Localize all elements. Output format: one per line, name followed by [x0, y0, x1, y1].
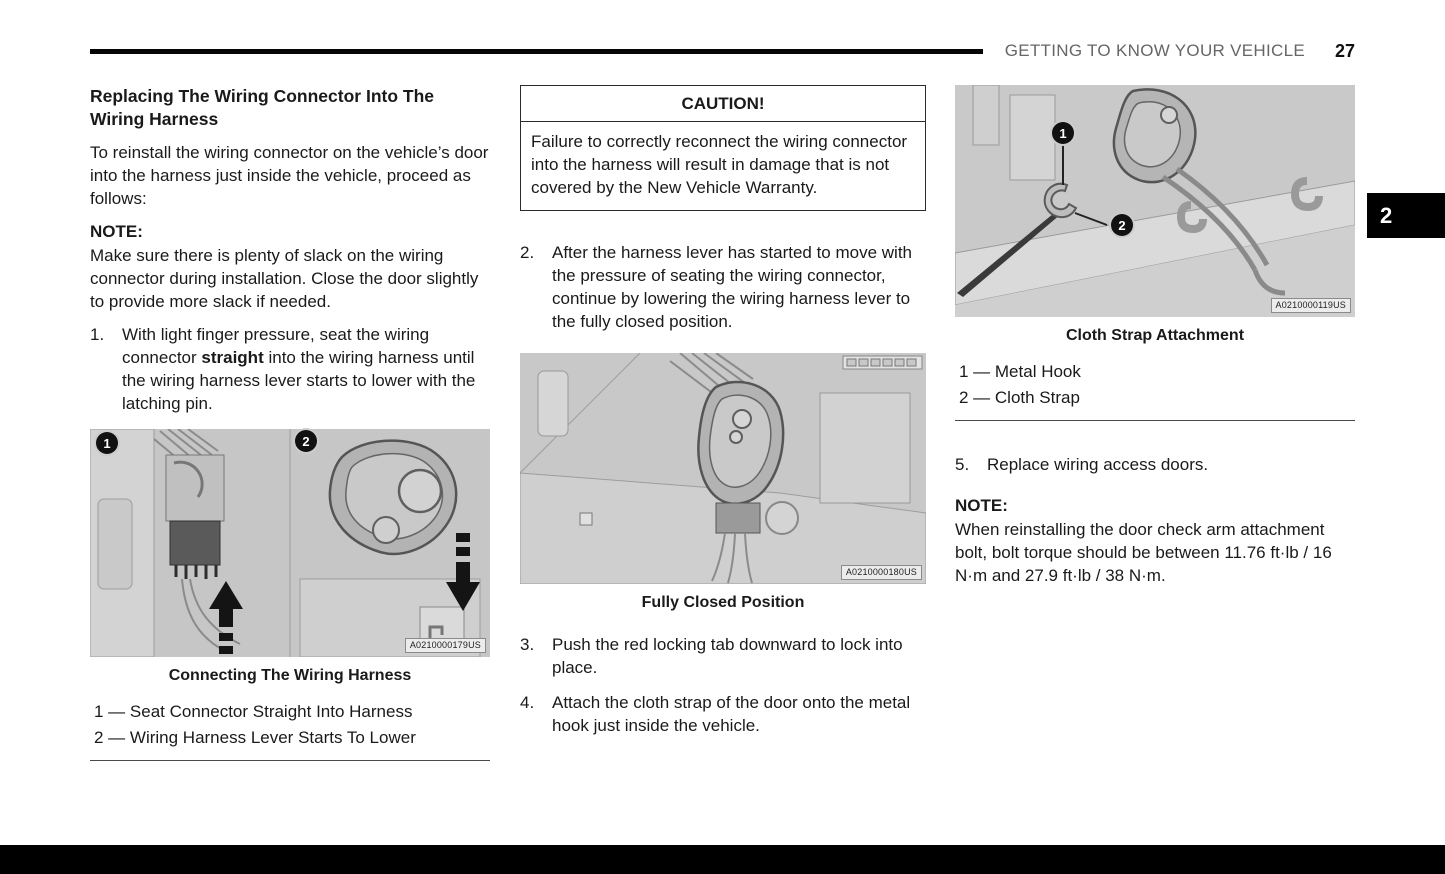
figure-caption: Fully Closed Position	[641, 594, 805, 611]
section-heading: Replacing The Wiring Connector Into The …	[90, 86, 435, 129]
chapter-tab: 2	[1367, 193, 1445, 238]
column-left: Replacing The Wiring Connector Into The …	[90, 85, 490, 761]
step-text-segment: With light finger pressure, seat the wir…	[122, 325, 430, 367]
note-text: When reinstalling the door check arm att…	[955, 520, 1332, 585]
caution-text: Failure to correctly reconnect the wirin…	[531, 132, 908, 197]
note-label: NOTE:	[90, 222, 143, 241]
column-right: 1 2 A0210000119US Cloth Strap Attachment…	[955, 85, 1355, 597]
legend-item: 1 — Seat Connector Straight Into Harness	[94, 702, 413, 721]
harness-illustration	[90, 429, 490, 657]
step-text: With light finger pressure, seat the wir…	[122, 323, 490, 415]
figure-caption: Connecting The Wiring Harness	[168, 667, 412, 684]
figure-caption: Cloth Strap Attachment	[1065, 327, 1245, 344]
figure-connecting-harness: 1 2 A0210000179US	[90, 429, 490, 657]
callout-2-badge: 2	[1111, 214, 1133, 236]
step-text-segment: into the wiring harness until the wiring…	[122, 348, 476, 413]
legend-item: 1 — Metal Hook	[959, 362, 1081, 381]
step-text-bold: straight	[201, 348, 264, 367]
header-rule	[90, 48, 983, 54]
cloth-strap-illustration	[955, 85, 1355, 317]
step-text: Replace wiring access doors.	[987, 455, 1209, 474]
step-number: 3.	[520, 635, 535, 654]
step-text: Push the red locking tab downward to loc…	[552, 635, 903, 677]
figure-cloth-strap: 1 2 A0210000119US	[955, 85, 1355, 317]
step-item-5: 5. Replace wiring access doors.	[955, 453, 1355, 476]
figure-code: A0210000179US	[404, 638, 486, 653]
figure-legend: 1 — Seat Connector Straight Into Harness…	[90, 699, 490, 761]
step-number: 4.	[520, 693, 535, 712]
step-item-1: 1. With light finger pressure, seat the …	[90, 323, 490, 415]
step-text: Attach the cloth strap of the door onto …	[552, 693, 911, 735]
step-text: After the harness lever has started to m…	[552, 243, 913, 331]
callout-1-badge: 1	[1052, 122, 1074, 144]
page-number: 27	[1334, 40, 1355, 61]
figure-fully-closed: A0210000180US	[520, 353, 926, 584]
step-number: 5.	[955, 455, 970, 474]
chapter-tab-number: 2	[1380, 202, 1393, 228]
note-text: Make sure there is plenty of slack on th…	[90, 246, 479, 311]
closed-lever-illustration	[520, 353, 926, 584]
step-item-3: 3. Push the red locking tab downward to …	[520, 633, 926, 679]
legend-item: 2 — Wiring Harness Lever Starts To Lower	[94, 728, 416, 747]
intro-paragraph: To reinstall the wiring connector on the…	[90, 143, 489, 208]
figure-code: A0210000119US	[1270, 298, 1351, 313]
step-item-2: 2. After the harness lever has started t…	[520, 241, 926, 333]
section-title: GETTING TO KNOW YOUR VEHICLE	[1004, 41, 1305, 60]
step-number: 1.	[90, 325, 105, 344]
legend-item: 2 — Cloth Strap	[959, 388, 1080, 407]
step-item-4: 4. Attach the cloth strap of the door on…	[520, 691, 926, 737]
footer-bar	[0, 845, 1445, 874]
caution-box: CAUTION! Failure to correctly reconnect …	[520, 85, 926, 211]
figure-legend: 1 — Metal Hook 2 — Cloth Strap	[955, 359, 1355, 421]
callout-2-badge: 2	[295, 430, 317, 452]
callout-1-badge: 1	[96, 432, 118, 454]
column-middle: CAUTION! Failure to correctly reconnect …	[520, 85, 926, 749]
step-number: 2.	[520, 243, 535, 262]
note-label: NOTE:	[955, 496, 1008, 515]
figure-code: A0210000180US	[840, 565, 922, 580]
page-header: GETTING TO KNOW YOUR VEHICLE 27	[90, 38, 1355, 64]
caution-title: CAUTION!	[521, 86, 925, 122]
